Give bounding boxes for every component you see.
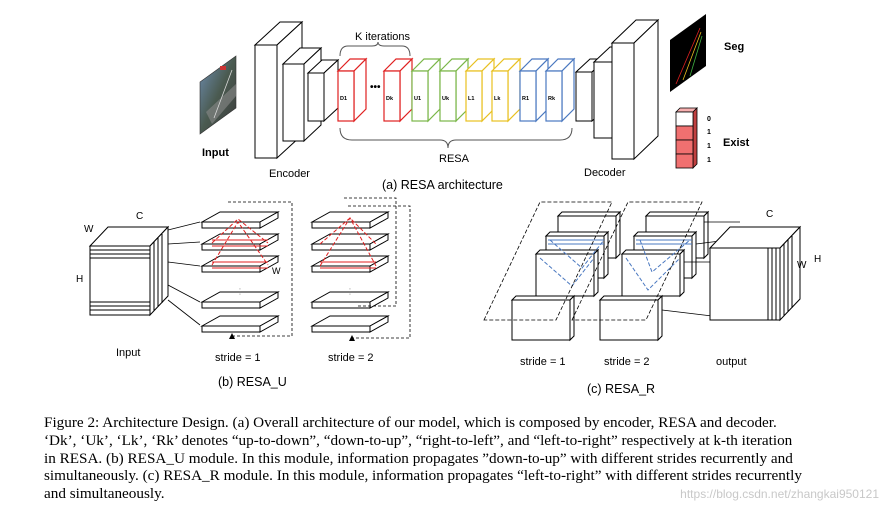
resa-block-l1: L1 [464,57,496,123]
slice [310,291,390,309]
exist-value-3: 1 [707,157,711,164]
output-tensor [708,225,802,322]
seg-label: Seg [724,41,744,53]
resa-block-label: D1 [340,96,347,102]
slice [310,211,390,229]
caption-line-5: and simultaneously. [44,485,165,503]
decoder-blocks [574,18,660,161]
resa-blocks: D1 Dk U1 Uk L1 Lk R1 Rk [336,57,576,123]
resa-brace [339,127,573,149]
encoder-blocks [253,20,340,160]
watermark: https://blog.csdn.net/zhangkai950121 [680,487,879,501]
c-stride2-label: stride = 2 [604,356,650,368]
exist-value-2: 1 [707,143,711,150]
panel-c: C W H stride = 1 stride = 2 output (c) R… [483,201,821,396]
caption-c: (c) RESA_R [587,382,655,396]
b-red-arrows [211,217,377,269]
dim-w-b: W [84,224,94,235]
c-stride1-label: stride = 1 [520,356,566,368]
b-stride1-label: stride = 1 [215,352,261,364]
dim-c-c: C [766,209,773,220]
dim-h-b: H [76,274,83,285]
slice [200,255,280,273]
caption-a: (a) RESA architecture [382,178,503,192]
c-stride2-frames [598,210,710,342]
caption-b: (b) RESA_U [218,375,287,389]
dim-h-c: H [814,254,821,265]
input-tensor [88,225,170,317]
ellipsis: ••• [370,82,381,93]
slice [310,255,390,273]
caption-line-3: in RESA. (b) RESA_U module. In this modu… [44,449,793,467]
input-label-b: Input [116,347,140,359]
slice [200,291,280,309]
dim-w-small: W [272,266,281,276]
encoder-label: Encoder [269,168,310,180]
b-connections [167,221,201,326]
k-iterations-brace [339,41,411,57]
figure-caption: Figure 2: Architecture Design. (a) Overa… [44,414,874,503]
resa-block-r1: R1 [518,57,550,123]
b-stride2-label: stride = 2 [328,352,374,364]
b-stride1-slices: ⋮ [200,211,280,333]
slice [310,315,390,333]
b-arrowheads [229,333,355,341]
slice-ellipsis: ⋮ [346,287,354,296]
resa-block-label: Rk [548,96,556,102]
resa-label: RESA [439,153,470,165]
exist-vector [675,107,698,169]
dim-w-c: W [797,260,807,271]
b-dashed-loops [228,197,411,339]
exist-value-1: 1 [707,129,711,136]
resa-block-label: U1 [414,96,421,102]
input-label: Input [202,147,229,159]
caption-line-4: simultaneously. (c) RESA_R module. In th… [44,467,802,485]
resa-block-label: Dk [386,96,394,102]
slice [200,315,280,333]
resa-block-label: Uk [442,96,450,102]
resa-block-label: Lk [494,96,501,102]
slice [310,233,390,251]
input-image [199,55,237,135]
panel-b: C W H Input ⋮ ⋮ W [76,197,411,389]
decoder-label: Decoder [584,167,626,179]
resa-block-label: L1 [468,96,474,102]
exist-label: Exist [723,137,750,149]
resa-block-label: R1 [522,96,529,102]
seg-image [670,14,706,92]
c-dashed-outlines [483,201,703,321]
dim-c-b: C [136,211,143,222]
resa-block-d1: D1 [336,57,368,123]
b-stride2-slices: ⋮ [310,211,390,333]
resa-block-uk: Uk [438,57,470,123]
exist-value-0: 0 [707,116,711,123]
resa-block-rk: Rk [544,57,576,123]
resa-block-u1: U1 [410,57,442,123]
caption-line-2: ‘Dk’, ‘Uk’, ‘Lk’, ‘Rk’ denotes “up-to-do… [44,431,793,449]
resa-block-lk: Lk [490,57,522,123]
output-label: output [716,356,747,368]
resa-block-dk: Dk [382,57,414,123]
slice-ellipsis: ⋮ [236,287,244,296]
caption-line-1: Figure 2: Architecture Design. (a) Overa… [44,414,777,431]
k-iterations-label: K iterations [355,31,411,43]
